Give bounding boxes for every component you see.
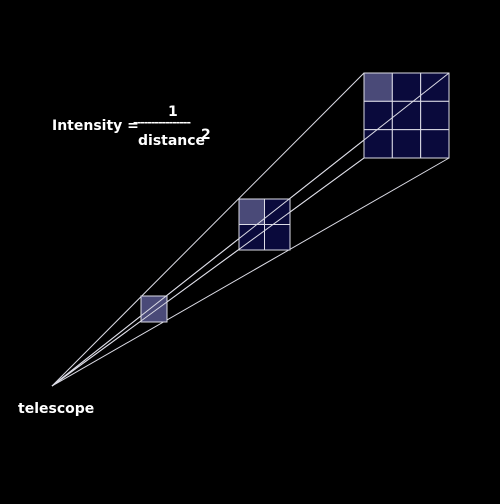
grid-cell (264, 198, 291, 225)
formula-denominator: distance (138, 133, 206, 149)
grid-cell (391, 72, 422, 102)
grid-cell (420, 72, 450, 102)
grid-cell (363, 129, 393, 159)
highlighted-cell (363, 72, 393, 102)
grid-cell (391, 100, 422, 131)
ray-line-1 (51, 72, 365, 387)
ray-overlay-line-1 (51, 72, 450, 387)
ray-overlay-line-2 (51, 157, 365, 387)
formula-lhs: Intensity = (52, 118, 139, 134)
grid-cell (363, 100, 393, 131)
formula-fraction-bar: ---------------- (133, 116, 191, 129)
formula-numerator: 1 (168, 104, 178, 120)
formula-exponent: 2 (201, 127, 211, 143)
telescope-label: telescope (18, 401, 95, 417)
grid-2 (238, 198, 291, 251)
grid-cell (264, 224, 291, 251)
grid-cell (391, 129, 422, 159)
grid-cell (420, 129, 450, 159)
grid-3 (363, 72, 450, 159)
area-grids (51, 72, 450, 387)
ray-line-4 (51, 157, 450, 387)
highlighted-cell (238, 198, 265, 225)
ray-overlay (51, 72, 450, 387)
grid-cell (420, 100, 450, 131)
